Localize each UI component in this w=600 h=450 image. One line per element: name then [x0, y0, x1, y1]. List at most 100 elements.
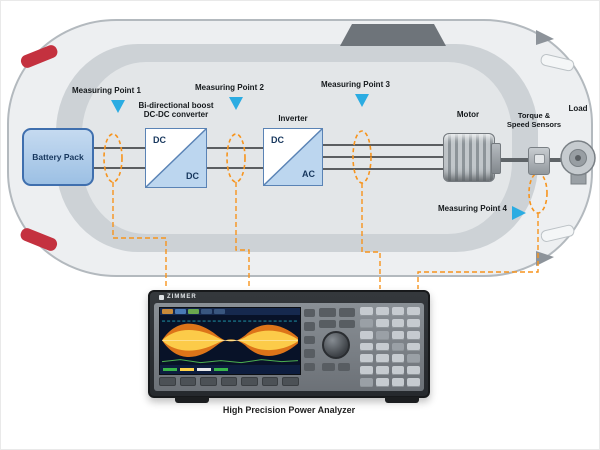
- headlight-bottom: [540, 224, 575, 242]
- dcdc-converter-title: Bi-directional boost DC-DC converter: [138, 101, 214, 120]
- taillight-top: [20, 45, 58, 68]
- analyzer-screen-menubar: [160, 308, 300, 315]
- analyzer-keypad-item: [407, 307, 420, 316]
- analyzer-foot-left: [175, 397, 209, 403]
- sensors-label: Torque & Speed Sensors: [506, 111, 562, 129]
- measuring-point-markers: [111, 94, 526, 220]
- probe-ellipse-2: [226, 133, 246, 183]
- dcdc-top-label: DC: [153, 135, 166, 145]
- analyzer-softkeys: [159, 377, 300, 386]
- windshield: [340, 24, 446, 46]
- probe-ellipse-1: [103, 133, 123, 183]
- motor-label: Motor: [456, 110, 480, 119]
- headlight-top: [540, 54, 575, 72]
- analyzer-fkeys-item: [304, 362, 315, 372]
- analyzer-keypad-item: [391, 330, 405, 340]
- analyzer-fkeys-item: [304, 335, 315, 345]
- analyzer-keypad-item: [391, 354, 405, 364]
- analyzer-brand-row: ZIMMER: [159, 294, 197, 300]
- analyzer-keypad-item: [375, 307, 389, 316]
- analyzer-screen-menubar-item: [201, 309, 212, 314]
- analyzer-keypad-item: [375, 342, 389, 352]
- analyzer-keypad-item: [375, 354, 389, 364]
- analyzer-softkeys-item: [282, 377, 300, 386]
- analyzer-statusbar-item: [180, 368, 194, 371]
- dcdc-bottom-label: DC: [186, 171, 199, 181]
- analyzer-midkeys-item: [338, 319, 355, 328]
- analyzer-keypad-item: [391, 366, 405, 376]
- analyzer-keypad-item: [375, 330, 389, 340]
- dcdc-converter-block: DC DC: [145, 128, 207, 188]
- inverter-top-label: DC: [271, 135, 284, 145]
- probe-cable-2: [235, 182, 250, 289]
- analyzer-midkeys-lower: [322, 363, 350, 371]
- probe-cable-3: [361, 183, 381, 289]
- analyzer-keypad-item: [391, 342, 405, 352]
- inverter-title: Inverter: [278, 114, 308, 123]
- torque-speed-sensor-block: [528, 147, 550, 175]
- measuring-point-2-marker-icon: [229, 97, 243, 110]
- analyzer-softkeys-item: [159, 377, 176, 386]
- analyzer-statusbar-item: [214, 368, 228, 371]
- analyzer-fkeys-item: [304, 309, 315, 318]
- analyzer-midkeys-item: [338, 308, 355, 317]
- analyzer-statusbar-item: [197, 368, 211, 371]
- measuring-point-4-label: Measuring Point 4: [438, 204, 507, 213]
- probe-cable-4: [417, 213, 539, 289]
- analyzer-keypad-item: [360, 330, 373, 340]
- analyzer-statusbar-item: [163, 368, 177, 371]
- analyzer-rotary-knob: [322, 331, 350, 359]
- analyzer-softkeys-item: [261, 377, 279, 386]
- three-phase-wires: [321, 144, 445, 170]
- analyzer-screen-menubar-item: [214, 309, 225, 314]
- analyzer-front-panel: [154, 303, 424, 391]
- measuring-point-2-label: Measuring Point 2: [195, 83, 264, 92]
- measuring-point-3-label: Measuring Point 3: [321, 80, 390, 89]
- analyzer-screen-menubar-item: [188, 309, 199, 314]
- analyzer-keypad-item: [407, 366, 420, 376]
- load-label: Load: [568, 104, 588, 113]
- analyzer-keypad-item: [375, 378, 389, 387]
- analyzer-midkeys: [319, 308, 355, 328]
- battery-pack-block: Battery Pack: [22, 128, 94, 186]
- analyzer-midkeys-lower-item: [337, 363, 350, 371]
- analyzer-foot-right: [385, 397, 419, 403]
- probe-cables: [112, 182, 539, 289]
- analyzer-midkeys-lower-item: [322, 363, 335, 371]
- inverter-block: DC AC: [263, 128, 323, 186]
- analyzer-keypad-item: [360, 378, 373, 387]
- measuring-point-3-marker-icon: [355, 94, 369, 107]
- analyzer-screen-menubar-item: [162, 309, 173, 314]
- analyzer-keypad-item: [407, 378, 420, 387]
- analyzer-keypad-item: [375, 366, 389, 376]
- analyzer-softkeys-item: [220, 377, 238, 386]
- analyzer-keypad-item: [407, 318, 420, 328]
- analyzer-softkeys-item: [179, 377, 197, 386]
- analyzer-keypad-item: [375, 318, 389, 328]
- motor-block: [443, 133, 501, 182]
- analyzer-softkeys-item: [241, 377, 258, 386]
- analyzer-caption: High Precision Power Analyzer: [222, 405, 356, 415]
- taillight-bottom: [20, 228, 58, 251]
- probe-cable-1: [112, 182, 167, 289]
- zimmer-logo-icon: [159, 294, 164, 300]
- load-flywheel: [560, 140, 596, 185]
- measuring-point-4-marker-icon: [512, 206, 526, 220]
- analyzer-brand: ZIMMER: [167, 294, 197, 300]
- analyzer-keypad-item: [391, 307, 405, 316]
- analyzer-fkeys: [304, 309, 315, 372]
- analyzer-fkeys-item: [304, 349, 315, 358]
- measuring-point-1-marker-icon: [111, 100, 125, 113]
- analyzer-midkeys-item: [319, 319, 336, 328]
- analyzer-fkeys-item: [304, 322, 315, 331]
- analyzer-keypad-item: [360, 318, 373, 328]
- analyzer-keypad-item: [407, 354, 420, 364]
- motor-end-cap: [491, 143, 501, 174]
- measuring-point-1-label: Measuring Point 1: [72, 86, 141, 95]
- analyzer-statusbar: [160, 365, 300, 374]
- analyzer-keypad-item: [407, 342, 420, 352]
- mirror-top-icon: [536, 30, 554, 45]
- analyzer-keypad-item: [407, 330, 420, 340]
- analyzer-screen-menubar-item: [175, 309, 186, 314]
